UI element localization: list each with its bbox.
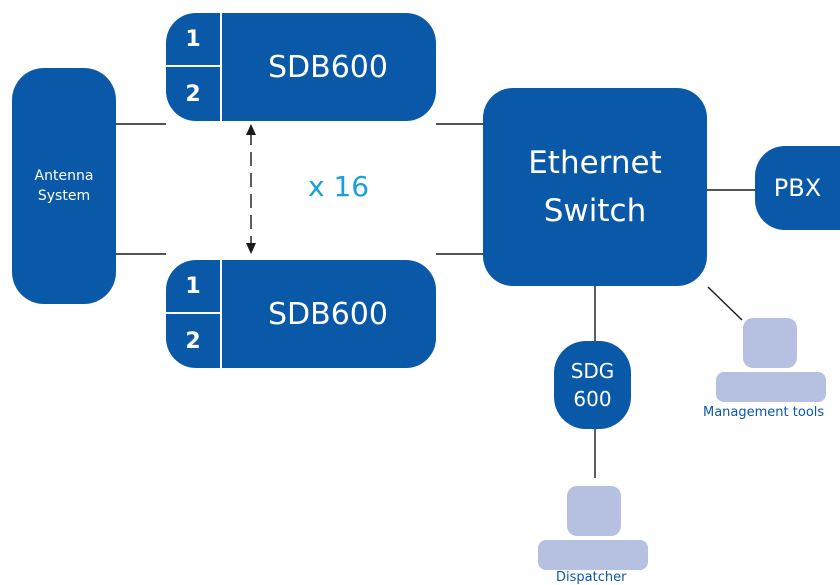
ethernet-switch-box: Ethernet Switch bbox=[483, 88, 707, 286]
arrow-head-up bbox=[246, 124, 256, 135]
sdb-top-model-label: SDB600 bbox=[268, 49, 388, 85]
sdb-bottom-model-label: SDB600 bbox=[268, 296, 388, 332]
sdb-bottom-slots: 1 2 bbox=[166, 260, 222, 368]
pbx-box: PBX bbox=[755, 146, 840, 230]
sdg-label-line2: 600 bbox=[573, 387, 612, 411]
dispatcher-user-head bbox=[567, 486, 621, 536]
switch-label-line1: Ethernet bbox=[528, 145, 662, 181]
dispatcher-user-icon bbox=[538, 486, 648, 570]
line-switch-management bbox=[707, 286, 743, 321]
management-user-body bbox=[716, 372, 826, 402]
multiplier-label: x 16 bbox=[308, 170, 370, 203]
antenna-label-line2: System bbox=[37, 188, 91, 204]
sdb-top-slot-1: 1 bbox=[166, 13, 220, 67]
sdb600-bottom-box: 1 2 SDB600 bbox=[166, 260, 436, 368]
antenna-system-box: Antenna System bbox=[12, 68, 116, 304]
sdb-bottom-slot-1: 1 bbox=[166, 260, 220, 314]
sdb-top-slot-2: 2 bbox=[185, 81, 201, 107]
dispatcher-caption: Dispatcher bbox=[556, 570, 627, 585]
pbx-label: PBX bbox=[773, 174, 822, 202]
switch-label-line2: Switch bbox=[543, 193, 647, 229]
sdg-label-line1: SDG bbox=[570, 359, 615, 383]
management-user-head bbox=[743, 318, 797, 368]
management-tools-caption: Management tools bbox=[703, 405, 825, 420]
dispatcher-user-body bbox=[538, 540, 648, 570]
management-user-icon bbox=[716, 318, 826, 402]
arrow-head-down bbox=[246, 243, 256, 254]
sdb-bottom-slot-2: 2 bbox=[185, 328, 201, 354]
sdb600-top-box: 1 2 SDB600 bbox=[166, 13, 436, 121]
sdg600-box: SDG 600 bbox=[554, 341, 631, 429]
antenna-label-line1: Antenna bbox=[34, 168, 94, 184]
sdb-top-slots: 1 2 bbox=[166, 13, 222, 121]
